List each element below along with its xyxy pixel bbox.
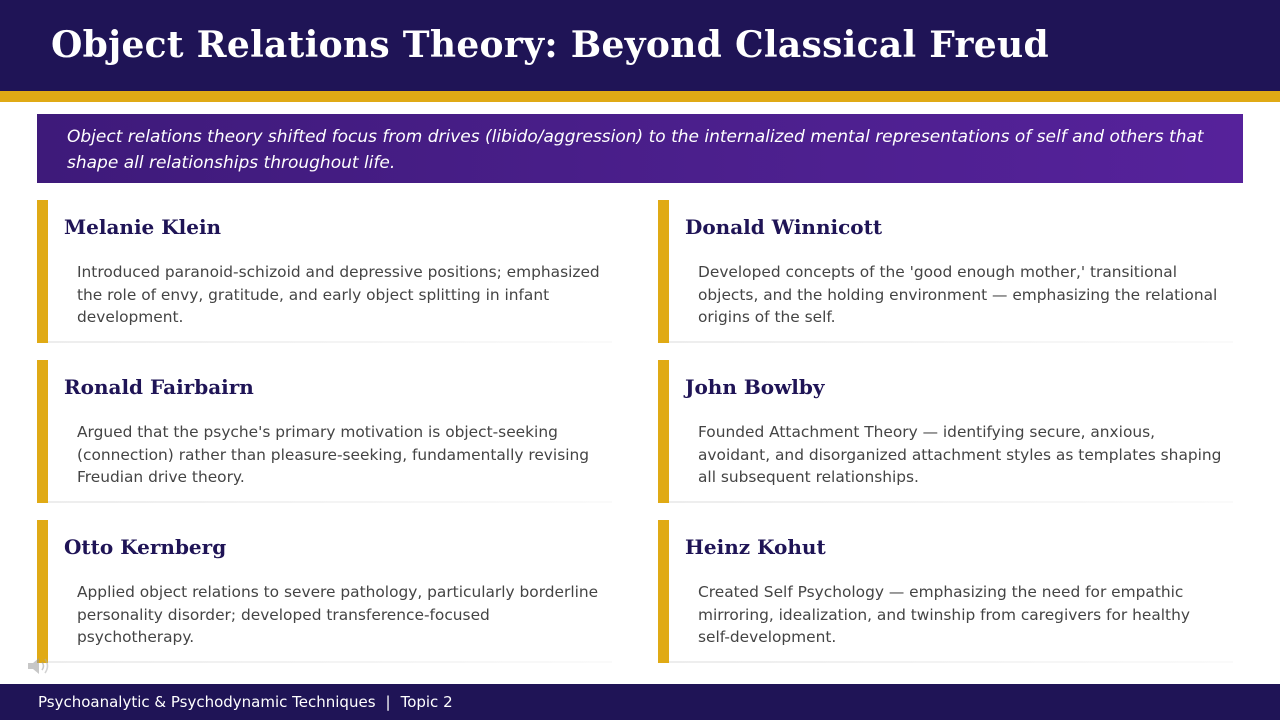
intro-banner: Object relations theory shifted focus fr… bbox=[37, 114, 1243, 183]
card-divider bbox=[669, 661, 1233, 663]
card-accent-bar bbox=[37, 200, 48, 343]
card-ronald-fairbairn: Ronald Fairbairn Argued that the psyche'… bbox=[37, 360, 612, 503]
card-divider bbox=[48, 501, 612, 503]
footer-bar: Psychoanalytic & Psychodynamic Technique… bbox=[0, 684, 1280, 720]
card-divider bbox=[669, 501, 1233, 503]
card-melanie-klein: Melanie Klein Introduced paranoid-schizo… bbox=[37, 200, 612, 343]
card-title: Donald Winnicott bbox=[685, 215, 883, 239]
card-heinz-kohut: Heinz Kohut Created Self Psychology — em… bbox=[658, 520, 1233, 663]
card-description: Applied object relations to severe patho… bbox=[77, 583, 599, 646]
card-divider bbox=[669, 341, 1233, 343]
card-description: Introduced paranoid-schizoid and depress… bbox=[77, 263, 600, 326]
card-description: Argued that the psyche's primary motivat… bbox=[77, 423, 590, 486]
card-accent-bar bbox=[658, 520, 669, 663]
card-description: Developed concepts of the 'good enough m… bbox=[698, 263, 1218, 326]
card-john-bowlby: John Bowlby Founded Attachment Theory — … bbox=[658, 360, 1233, 503]
footer-topic: Topic 2 bbox=[400, 693, 453, 711]
card-donald-winnicott: Donald Winnicott Developed concepts of t… bbox=[658, 200, 1233, 343]
card-accent-bar bbox=[37, 360, 48, 503]
card-description: Founded Attachment Theory — identifying … bbox=[698, 423, 1222, 486]
speaker-icon-graphic bbox=[28, 658, 49, 674]
card-accent-bar bbox=[658, 200, 669, 343]
card-accent-bar bbox=[658, 360, 669, 503]
footer-course: Psychoanalytic & Psychodynamic Technique… bbox=[38, 693, 376, 711]
card-description: Created Self Psychology — emphasizing th… bbox=[698, 583, 1190, 646]
footer-text: Psychoanalytic & Psychodynamic Technique… bbox=[38, 693, 453, 711]
title-divider bbox=[0, 91, 1280, 102]
card-divider bbox=[48, 341, 612, 343]
card-otto-kernberg: Otto Kernberg Applied object relations t… bbox=[37, 520, 612, 663]
card-title: Heinz Kohut bbox=[685, 535, 826, 559]
speaker-icon[interactable] bbox=[26, 655, 52, 677]
card-divider bbox=[48, 661, 612, 663]
slide-title: Object Relations Theory: Beyond Classica… bbox=[51, 24, 1049, 66]
card-accent-bar bbox=[37, 520, 48, 663]
card-title: John Bowlby bbox=[685, 375, 825, 399]
card-title: Otto Kernberg bbox=[64, 535, 227, 559]
footer-separator: | bbox=[385, 693, 391, 711]
intro-text: Object relations theory shifted focus fr… bbox=[67, 127, 1204, 173]
card-title: Melanie Klein bbox=[64, 215, 222, 239]
card-title: Ronald Fairbairn bbox=[64, 375, 254, 399]
title-bar: Object Relations Theory: Beyond Classica… bbox=[0, 0, 1280, 91]
